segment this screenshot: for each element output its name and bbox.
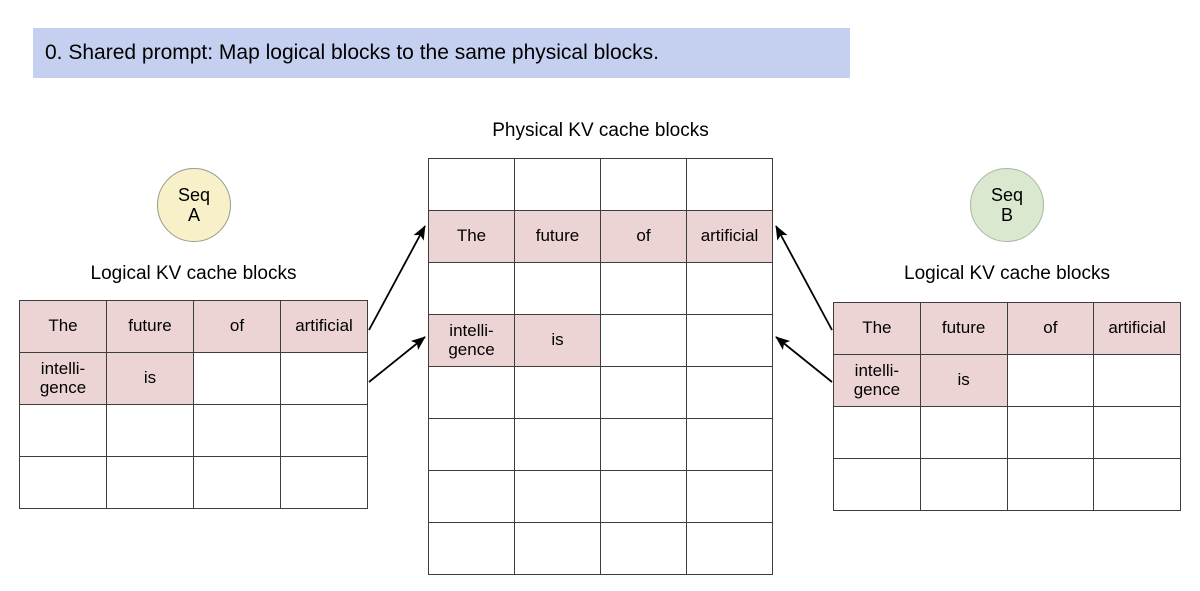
empty-cell bbox=[19, 404, 107, 457]
seq-b-label-line2: B bbox=[1000, 205, 1013, 225]
token-cell: future bbox=[106, 300, 194, 353]
empty-cell bbox=[600, 470, 687, 523]
empty-cell bbox=[193, 404, 281, 457]
empty-cell bbox=[833, 458, 921, 511]
empty-cell bbox=[686, 366, 773, 419]
empty-cell bbox=[833, 406, 921, 459]
empty-cell bbox=[280, 352, 368, 405]
token-cell: future bbox=[514, 210, 601, 263]
empty-cell bbox=[514, 522, 601, 575]
empty-cell bbox=[686, 470, 773, 523]
token-cell: artificial bbox=[280, 300, 368, 353]
right-table-caption: Logical KV cache blocks bbox=[904, 263, 1110, 284]
empty-cell bbox=[514, 470, 601, 523]
empty-cell bbox=[686, 314, 773, 367]
empty-cell bbox=[280, 404, 368, 457]
token-cell: The bbox=[19, 300, 107, 353]
token-cell: is bbox=[514, 314, 601, 367]
empty-cell bbox=[600, 158, 687, 211]
empty-cell bbox=[1093, 354, 1181, 407]
empty-cell bbox=[193, 352, 281, 405]
empty-cell bbox=[428, 522, 515, 575]
table-row bbox=[428, 470, 773, 523]
token-cell: artificial bbox=[686, 210, 773, 263]
empty-cell bbox=[919, 458, 1008, 511]
empty-cell bbox=[514, 158, 601, 211]
token-cell: intelli-gence bbox=[19, 352, 107, 405]
shared-prompt-text: 0. Shared prompt: Map logical blocks to … bbox=[45, 40, 659, 64]
empty-cell bbox=[686, 262, 773, 315]
token-cell: of bbox=[193, 300, 281, 353]
table-row bbox=[19, 404, 368, 457]
token-cell: artificial bbox=[1093, 302, 1181, 355]
arrow-left-row2-to-physical-row4 bbox=[368, 336, 426, 383]
empty-cell bbox=[1093, 458, 1181, 511]
table-row bbox=[428, 522, 773, 575]
seq-a-badge: Seq A bbox=[157, 168, 231, 242]
empty-cell bbox=[1006, 458, 1095, 511]
token-cell: The bbox=[428, 210, 515, 263]
empty-cell bbox=[280, 456, 368, 509]
empty-cell bbox=[686, 522, 773, 575]
center-table-caption: Physical KV cache blocks bbox=[492, 120, 709, 141]
token-cell: The bbox=[833, 302, 921, 355]
empty-cell bbox=[919, 406, 1008, 459]
empty-cell bbox=[106, 456, 194, 509]
empty-cell bbox=[428, 418, 515, 471]
empty-cell bbox=[19, 456, 107, 509]
seq-b-label-line1: Seq bbox=[990, 184, 1024, 205]
empty-cell bbox=[686, 418, 773, 471]
empty-cell bbox=[600, 314, 687, 367]
token-cell: is bbox=[919, 354, 1008, 407]
empty-cell bbox=[1093, 406, 1181, 459]
empty-cell bbox=[1006, 354, 1095, 407]
empty-cell bbox=[514, 366, 601, 419]
empty-cell bbox=[686, 158, 773, 211]
empty-cell bbox=[600, 262, 687, 315]
arrow-left-row1-to-physical-row2 bbox=[368, 225, 426, 331]
table-row bbox=[428, 158, 773, 211]
token-cell: of bbox=[600, 210, 687, 263]
token-cell: intelli-gence bbox=[833, 354, 921, 407]
table-row bbox=[833, 458, 1181, 511]
seq-b-badge: Seq B bbox=[970, 168, 1044, 242]
token-cell: future bbox=[919, 302, 1008, 355]
token-cell: is bbox=[106, 352, 194, 405]
table-row bbox=[428, 418, 773, 471]
empty-cell bbox=[428, 470, 515, 523]
token-cell: of bbox=[1006, 302, 1095, 355]
arrow-right-row1-to-physical-row2 bbox=[775, 225, 833, 331]
empty-cell bbox=[514, 418, 601, 471]
seq-a-label-line1: Seq bbox=[177, 184, 211, 205]
empty-cell bbox=[600, 418, 687, 471]
empty-cell bbox=[514, 262, 601, 315]
empty-cell bbox=[193, 456, 281, 509]
empty-cell bbox=[600, 522, 687, 575]
empty-cell bbox=[106, 404, 194, 457]
left-table-caption: Logical KV cache blocks bbox=[90, 263, 297, 284]
empty-cell bbox=[428, 262, 515, 315]
table-row bbox=[833, 406, 1181, 459]
table-row bbox=[428, 262, 773, 315]
table-row bbox=[19, 456, 368, 509]
shared-prompt-banner: 0. Shared prompt: Map logical blocks to … bbox=[33, 28, 850, 78]
seq-a-label-line2: A bbox=[187, 205, 200, 225]
arrow-right-row2-to-physical-row4 bbox=[775, 336, 833, 383]
table-row bbox=[428, 366, 773, 419]
empty-cell bbox=[600, 366, 687, 419]
empty-cell bbox=[1006, 406, 1095, 459]
empty-cell bbox=[428, 158, 515, 211]
empty-cell bbox=[428, 366, 515, 419]
token-cell: intelli-gence bbox=[428, 314, 515, 367]
